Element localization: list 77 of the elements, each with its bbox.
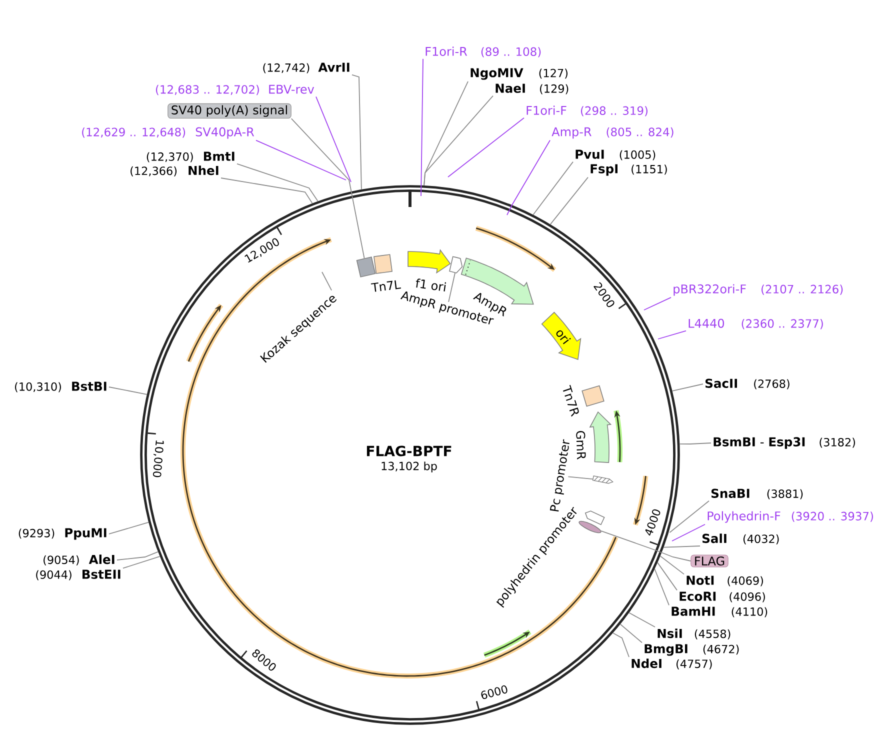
site-label: (9044) BstEII <box>36 570 120 580</box>
feature-label: Tn7L <box>370 280 402 292</box>
leader-line <box>424 95 494 186</box>
site-label: (9293) PpuMI <box>18 528 106 540</box>
primer-label: L4440 (2360 .. 2377) <box>688 318 823 330</box>
feature-block: ori <box>541 312 582 360</box>
site-label: PvuI (1005) <box>576 150 656 160</box>
primer-label: Polyhedrin-F (3920 .. 3937) <box>708 511 873 523</box>
leader-line <box>657 562 678 591</box>
leader-line <box>532 161 574 216</box>
tick-label: 4000 <box>645 509 660 536</box>
leader-line <box>316 96 352 182</box>
site-label: BamHI (4110) <box>672 606 768 618</box>
site-label: SacII (2768) <box>705 378 790 390</box>
leader-line <box>550 176 588 225</box>
site-label: (10,310) BstBI <box>15 382 106 392</box>
primer-label: pBR322ori-F (2107 .. 2126) <box>674 284 843 296</box>
site-label: SnaBI (3881) <box>712 488 803 500</box>
site-label: NdeI (4757) <box>632 658 712 670</box>
primer-label: F1ori-R (89 .. 108) <box>426 46 541 58</box>
leader-line <box>658 330 686 340</box>
leader-line <box>220 178 313 204</box>
site-label: (12,366) NheI <box>130 166 218 176</box>
feature-callout: SV40 poly(A) signal <box>168 103 292 119</box>
feature-box <box>356 256 376 278</box>
leader-line <box>654 568 670 606</box>
promoter-block <box>449 256 463 274</box>
leader-line <box>116 551 158 560</box>
primer-label: F1ori-F (298 .. 319) <box>526 106 648 116</box>
leader-line <box>672 384 704 392</box>
site-label: BsmBI - Esp3I (3182) <box>714 437 855 449</box>
plasmid-size: 13,102 bp <box>382 462 437 472</box>
leader-line <box>620 624 642 644</box>
leader-line <box>568 476 594 480</box>
tick-label: 10,000 <box>152 440 164 478</box>
feature-mark <box>578 520 602 534</box>
site-label: (12,742) AvrII <box>263 62 350 74</box>
leader-line <box>420 58 424 196</box>
site-label: NsiI (4558) <box>658 628 730 640</box>
feature-label: GmR <box>576 431 586 460</box>
site-label: (9054) AleI <box>44 554 114 566</box>
site-label: BmgBI (4672) <box>644 644 739 656</box>
leader-line <box>644 296 672 310</box>
leader-line <box>628 612 656 628</box>
plasmid-name: FLAG-BPTF <box>366 446 452 456</box>
site-label: NaeI (129) <box>496 84 568 94</box>
leader-line <box>660 556 684 575</box>
site-label: NotI (4069) <box>686 576 763 586</box>
feature-label: Tn7R <box>563 384 579 417</box>
leader-line <box>108 386 148 395</box>
leader-line <box>669 500 710 533</box>
leader-line <box>672 524 706 542</box>
leader-line <box>679 442 712 444</box>
leader-line <box>600 530 692 562</box>
leader-line <box>506 140 550 216</box>
leader-line <box>290 118 365 259</box>
site-label: SalI (4032) <box>702 534 779 544</box>
site-label: FspI (1151) <box>590 164 667 176</box>
tick-label: 6000 <box>481 685 508 700</box>
leader-line <box>236 163 318 202</box>
leader-line <box>122 556 160 569</box>
primer-label: (12,683 .. 12,702) EBV-rev <box>156 84 314 96</box>
site-label: EcoRI (4096) <box>680 592 765 602</box>
leader-line <box>256 140 346 180</box>
leader-line <box>108 522 149 534</box>
site-label: (12,370) BmtI <box>146 152 234 162</box>
leader-line <box>352 74 362 190</box>
leader-line <box>612 632 630 658</box>
site-label: NgoMIV (127) <box>470 68 568 80</box>
primer-label: Amp-R (805 .. 824) <box>552 127 674 139</box>
leader-line <box>663 546 700 548</box>
feature-label: f1 ori <box>416 278 446 292</box>
leader-line <box>322 272 332 291</box>
primer-label: (12,629 .. 12,648) SV40pA-R <box>82 127 254 139</box>
leader-line <box>448 117 524 178</box>
feature-callout: FLAG <box>690 554 728 568</box>
leader-line <box>448 272 456 302</box>
